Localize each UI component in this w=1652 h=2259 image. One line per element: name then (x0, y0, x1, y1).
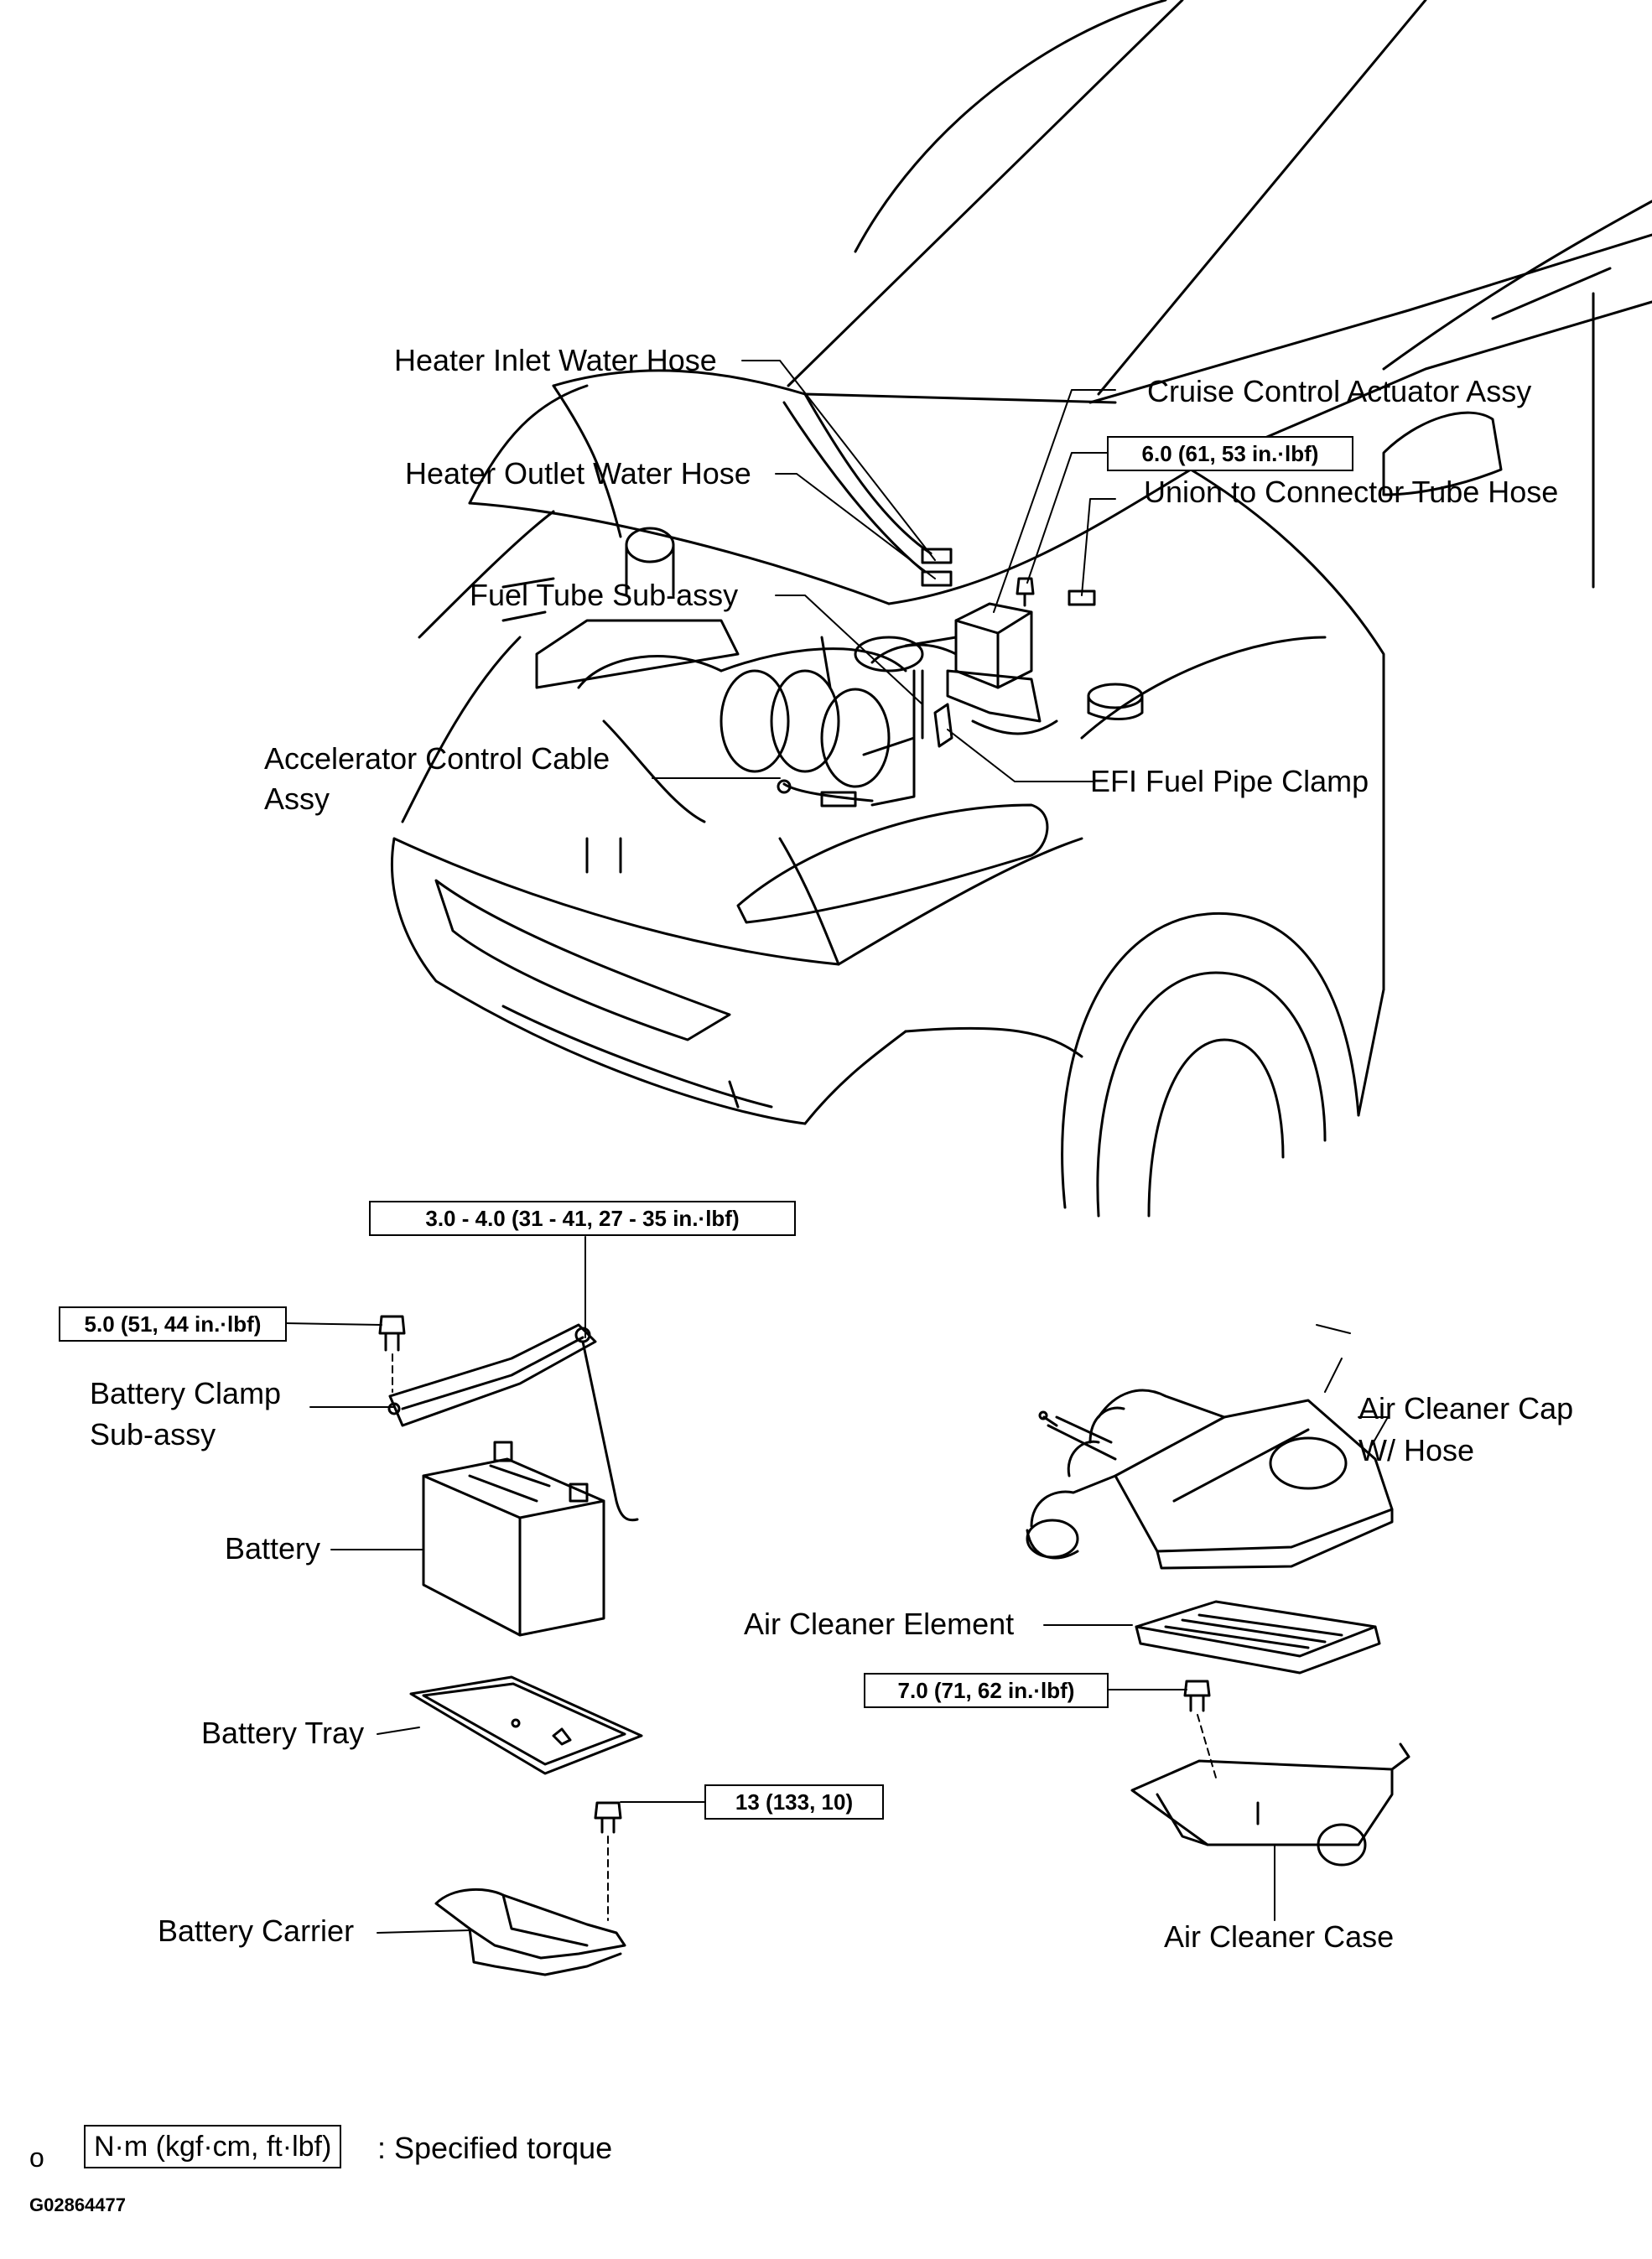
figure-code: G02864477 (29, 2194, 126, 2215)
label-air-cleaner-case: Air Cleaner Case (1164, 1919, 1395, 1954)
label-efi-fuel-pipe-clamp: EFI Fuel Pipe Clamp (1090, 764, 1369, 798)
torque-carrier-bolt: 13 (133, 10) (704, 1784, 884, 1820)
torque-clamp-bolt: 5.0 (51, 44 in.·lbf) (59, 1306, 287, 1342)
label-cruise-control-actuator-assy: Cruise Control Actuator Assy (1147, 374, 1532, 408)
label-fuel-tube-sub-assy: Fuel Tube Sub-assy (470, 578, 739, 612)
leader-lines-top (652, 360, 1116, 782)
label-accelerator-control-cable: Accelerator Control Cable (264, 741, 610, 776)
torque-air-case-bolt: 7.0 (71, 62 in.·lbf) (864, 1673, 1109, 1708)
label-union-to-connector-tube-hose: Union to Connector Tube Hose (1144, 475, 1559, 509)
label-battery-tray: Battery Tray (201, 1716, 365, 1750)
label-heater-inlet-water-hose: Heater Inlet Water Hose (394, 343, 717, 377)
label-battery-clamp: Battery Clamp (90, 1376, 282, 1410)
label-air-cleaner-element: Air Cleaner Element (744, 1607, 1015, 1641)
air-cleaner-group (1026, 1324, 1410, 1921)
torque-cruise-bolt: 6.0 (61, 53 in.·lbf) (1107, 436, 1353, 471)
label-accelerator-control-cable-assy: Assy (264, 782, 330, 816)
label-battery: Battery (225, 1531, 321, 1566)
label-battery-clamp-sub-assy: Sub-assy (90, 1417, 216, 1451)
label-heater-outlet-water-hose: Heater Outlet Water Hose (405, 456, 751, 491)
legend-specified-torque: : Specified torque (377, 2131, 613, 2165)
label-air-cleaner-cap-w-hose: W/ Hose (1358, 1433, 1475, 1467)
legend-prefix: o (29, 2142, 44, 2173)
label-battery-carrier: Battery Carrier (158, 1914, 355, 1948)
legend-unit-box: N·m (kgf·cm, ft·lbf) (84, 2125, 342, 2168)
torque-clamp-rod: 3.0 - 4.0 (31 - 41, 27 - 35 in.·lbf) (369, 1201, 796, 1236)
battery-group (284, 1236, 705, 1976)
label-air-cleaner-cap: Air Cleaner Cap (1358, 1391, 1574, 1426)
